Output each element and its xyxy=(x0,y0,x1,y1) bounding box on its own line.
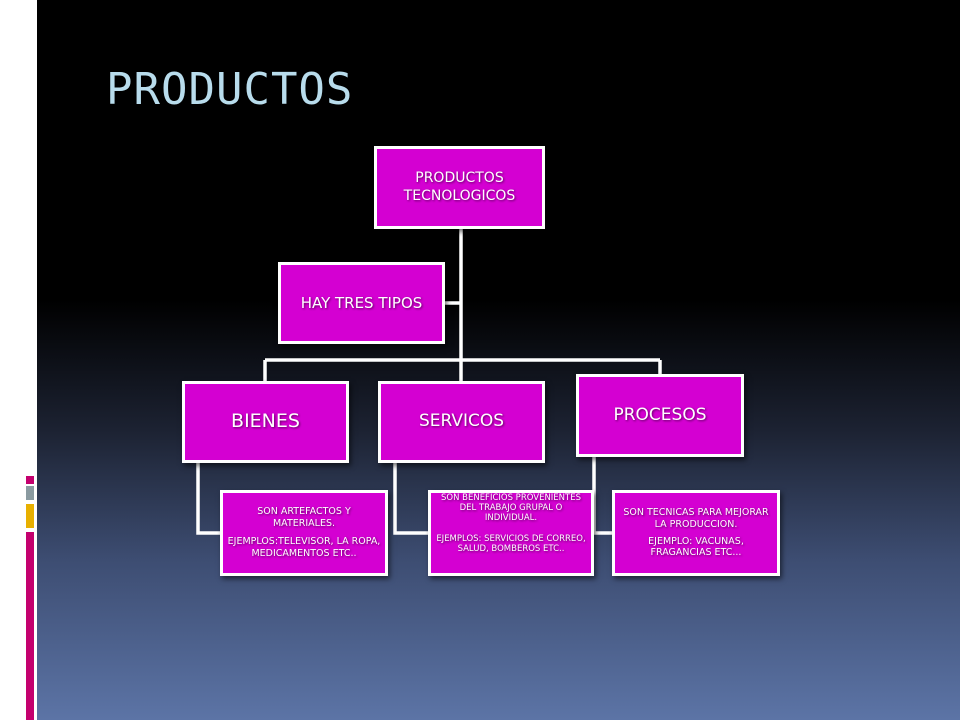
node-servicos-description: SON BENEFICIOS PROVENIENTES DEL TRABAJO … xyxy=(428,490,594,576)
accent-bar-gray xyxy=(26,486,34,500)
slide-title: PRODUCTOS xyxy=(106,64,354,115)
servicos-example-text: EJEMPLOS: SERVICIOS DE CORREO, SALUD, BO… xyxy=(436,533,586,554)
accent-bar-magenta-bottom xyxy=(26,532,34,720)
node-intro-label: HAY TRES TIPOS xyxy=(300,293,423,312)
accent-bar-magenta-top xyxy=(26,476,34,484)
node-root-label: PRODUCTOS TECNOLOGICOS xyxy=(403,170,516,204)
node-productos-tecnologicos: PRODUCTOS TECNOLOGICOS xyxy=(374,146,545,229)
connector-servicios-to-desc xyxy=(393,463,428,535)
node-bienes: BIENES xyxy=(182,381,349,463)
servicos-description-text: SON BENEFICIOS PROVENIENTES DEL TRABAJO … xyxy=(440,493,581,524)
procesos-example-text: EJEMPLO: VACUNAS, FRAGANCIAS ETC... xyxy=(648,535,744,559)
side-accent-bars xyxy=(26,476,34,720)
node-bienes-label: BIENES xyxy=(231,410,300,433)
node-procesos-label: PROCESOS xyxy=(613,405,707,425)
node-hay-tres-tipos: HAY TRES TIPOS xyxy=(278,262,445,344)
node-procesos-description: SON TECNICAS PARA MEJORAR LA PRODUCCION.… xyxy=(612,490,780,576)
node-servicos: SERVICOS xyxy=(378,381,545,463)
connector-bienes-to-desc xyxy=(196,463,220,535)
procesos-description-text: SON TECNICAS PARA MEJORAR LA PRODUCCION. xyxy=(623,506,769,530)
bienes-description-text: SON ARTEFACTOS Y MATERIALES. xyxy=(257,506,351,530)
connector-procesos-to-desc xyxy=(592,457,612,535)
node-bienes-description: SON ARTEFACTOS Y MATERIALES. EJEMPLOS:TE… xyxy=(220,490,388,576)
node-procesos: PROCESOS xyxy=(576,374,744,457)
node-servicos-label: SERVICOS xyxy=(418,411,505,432)
bienes-example-text: EJEMPLOS:TELEVISOR, LA ROPA, MEDICAMENTO… xyxy=(227,536,381,559)
accent-bar-gold xyxy=(26,504,34,528)
